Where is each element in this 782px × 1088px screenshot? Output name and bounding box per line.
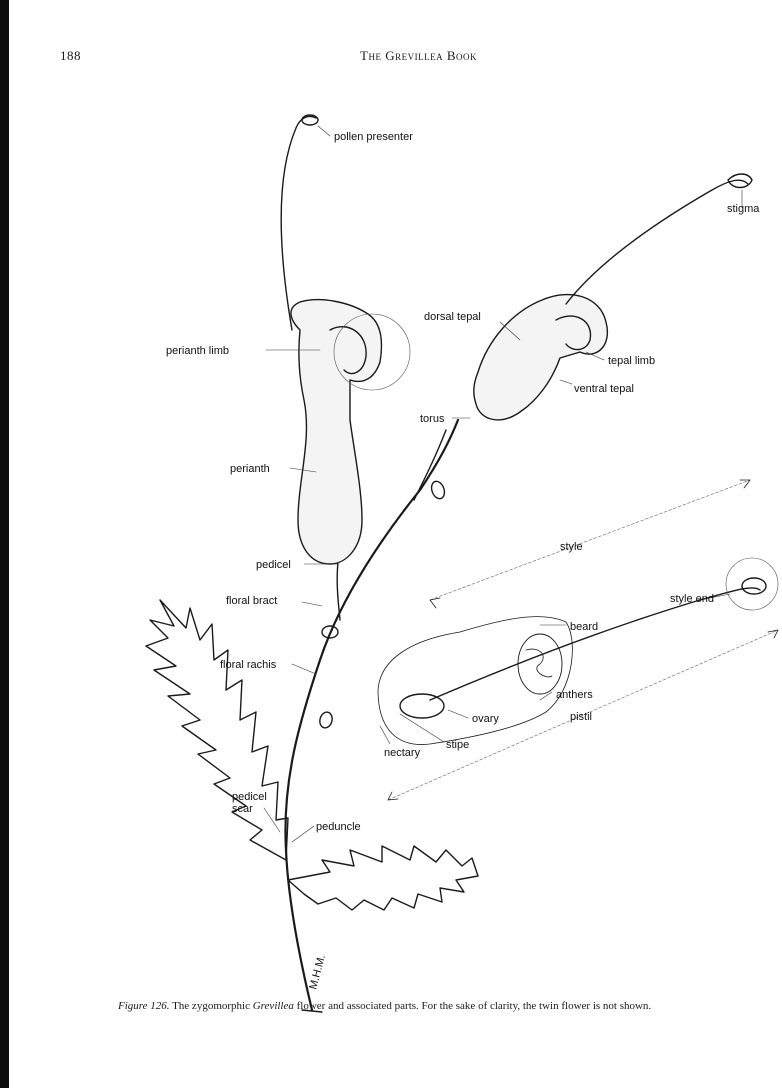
- leader-floral-bract: [302, 602, 322, 606]
- caption-genus: Grevillea: [253, 1000, 294, 1012]
- caption-text-pre: The zygomorphic: [170, 1000, 253, 1012]
- leader-ventral-tepal: [560, 380, 572, 384]
- leader-ovary: [448, 710, 468, 718]
- label-perianth-limb: perianth limb: [166, 345, 229, 357]
- label-stigma: stigma: [727, 203, 760, 215]
- left-style: [281, 116, 316, 330]
- caption-figure-number: Figure 126.: [118, 1000, 170, 1012]
- leader-peduncle: [292, 826, 314, 842]
- label-ovary: ovary: [472, 713, 499, 725]
- style-end-circle: [726, 558, 778, 610]
- label-style: style: [560, 541, 583, 553]
- pistil-arrowhead-left: [388, 792, 398, 800]
- style-arrow: [430, 480, 750, 600]
- label-beard: beard: [570, 621, 598, 633]
- label-floral-rachis: floral rachis: [220, 659, 277, 671]
- label-ventral-tepal: ventral tepal: [574, 383, 634, 395]
- style-arrowhead-left: [430, 598, 440, 608]
- artist-signature: M.H.M.: [307, 953, 328, 990]
- label-tepal-limb: tepal limb: [608, 355, 655, 367]
- label-stipe: stipe: [446, 739, 469, 751]
- leader-pollen-presenter: [318, 126, 330, 136]
- label-pedicel-scar-line2: scar: [232, 803, 253, 815]
- label-pedicel: pedicel: [256, 559, 291, 571]
- style-arrowhead-right: [740, 480, 750, 488]
- right-leaf: [288, 846, 478, 910]
- label-nectary: nectary: [384, 747, 421, 759]
- label-torus: torus: [420, 413, 445, 425]
- right-perianth: [474, 295, 608, 420]
- leader-nectary: [380, 726, 390, 744]
- label-perianth: perianth: [230, 463, 270, 475]
- bract-upper: [429, 479, 446, 500]
- leader-floral-rachis: [292, 664, 316, 674]
- label-peduncle: peduncle: [316, 821, 361, 833]
- label-floral-bract: floral bract: [226, 595, 277, 607]
- right-pedicel: [414, 430, 446, 500]
- label-anthers: anthers: [556, 689, 593, 701]
- caption-text-post: flower and associated parts. For the sak…: [294, 1000, 651, 1012]
- figure-caption: Figure 126. The zygomorphic Grevillea fl…: [118, 1000, 651, 1012]
- style-end-shape: [742, 578, 766, 594]
- left-pedicel: [337, 562, 340, 620]
- label-pollen-presenter: pollen presenter: [334, 131, 413, 143]
- label-pedicel-scar-line1: pedicel: [232, 791, 267, 803]
- label-pistil: pistil: [570, 711, 592, 723]
- anther-loops: [526, 649, 552, 677]
- label-style-end: style end: [670, 593, 714, 605]
- bract-lower: [318, 711, 334, 730]
- right-style: [566, 180, 748, 304]
- left-leaf: [146, 600, 288, 860]
- ovary: [400, 694, 444, 718]
- label-dorsal-tepal: dorsal tepal: [424, 311, 481, 323]
